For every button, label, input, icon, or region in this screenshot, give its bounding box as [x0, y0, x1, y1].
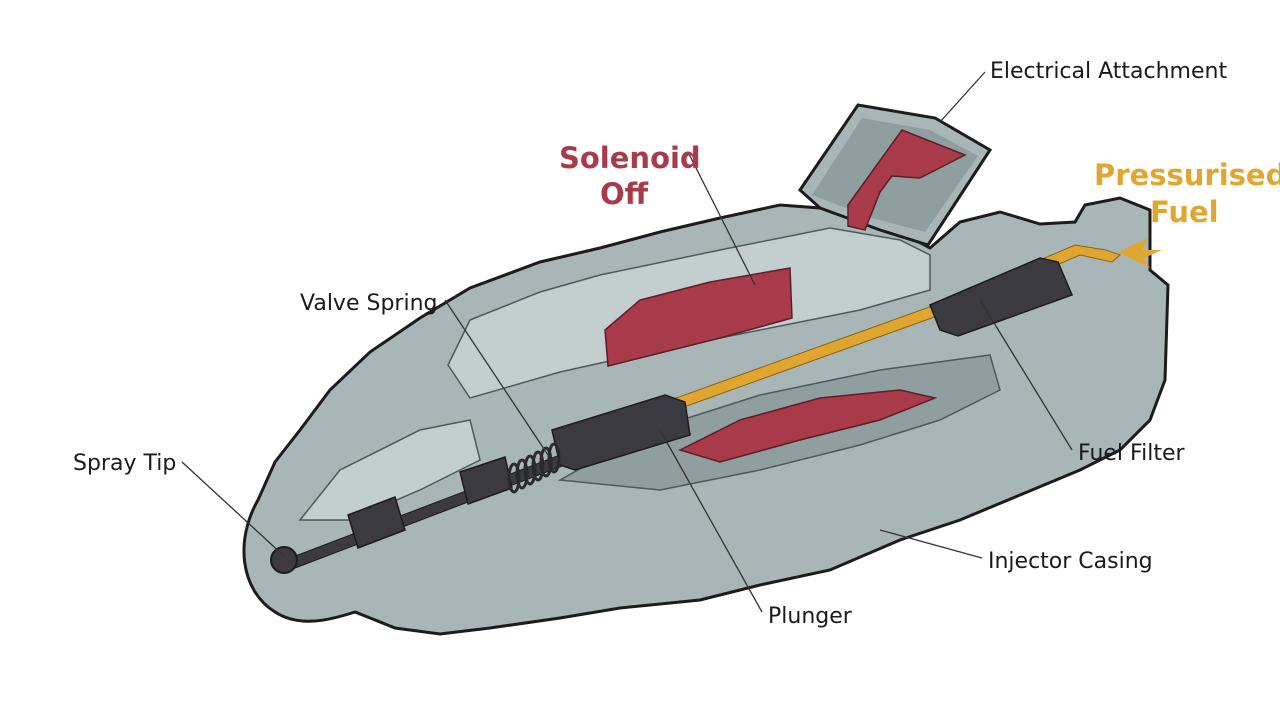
label-plunger: Plunger [768, 604, 853, 629]
label-fuel-filter: Fuel Filter [1078, 441, 1185, 466]
leader-injector-casing [880, 530, 982, 558]
spray-tip [271, 547, 297, 573]
label-spray-tip: Spray Tip [73, 451, 176, 476]
label-pressurised-line2: Fuel [1150, 195, 1219, 229]
label-solenoid-line2: Off [600, 177, 649, 211]
label-solenoid-line1: Solenoid [559, 141, 701, 175]
label-valve-spring: Valve Spring [300, 291, 437, 316]
leader-electrical [940, 72, 985, 122]
label-pressurised-line1: Pressurised [1094, 158, 1280, 192]
label-electrical-attachment: Electrical Attachment [990, 59, 1227, 84]
label-injector-casing: Injector Casing [988, 549, 1153, 574]
